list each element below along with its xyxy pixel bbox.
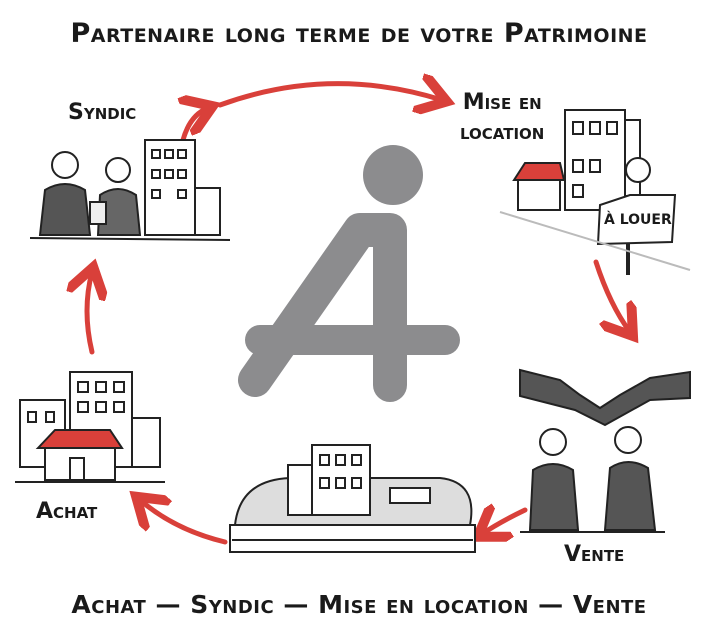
arrow-location-to-vente (593, 259, 630, 332)
logo-icon (238, 145, 460, 402)
arrow-syndic-to-top (183, 108, 208, 143)
label-location-line1: Mise en (462, 90, 542, 115)
arrow-achat-to-syndic (87, 272, 92, 355)
terrain-illustration (229, 444, 476, 553)
label-achat: Achat (36, 499, 98, 524)
vente-illustration (519, 368, 691, 533)
caption: Achat — Syndic — Mise en location — Vent… (71, 590, 647, 619)
arrow-top-to-location (217, 84, 442, 105)
label-mise-en-location: Mise en location (460, 88, 544, 148)
label-location-line2: location (460, 120, 545, 145)
label-syndic: Syndic (68, 100, 137, 125)
location-illustration (499, 109, 691, 275)
label-vente: Vente (564, 542, 625, 567)
page-title: Partenaire long terme de votre Patrimoin… (70, 18, 648, 49)
sign-a-louer: À LOUER (604, 212, 672, 228)
arrow-terrain-to-achat (140, 500, 228, 545)
syndic-illustration (29, 139, 231, 241)
achat-illustration (15, 371, 165, 483)
arrow-vente-to-terrain (482, 510, 528, 534)
